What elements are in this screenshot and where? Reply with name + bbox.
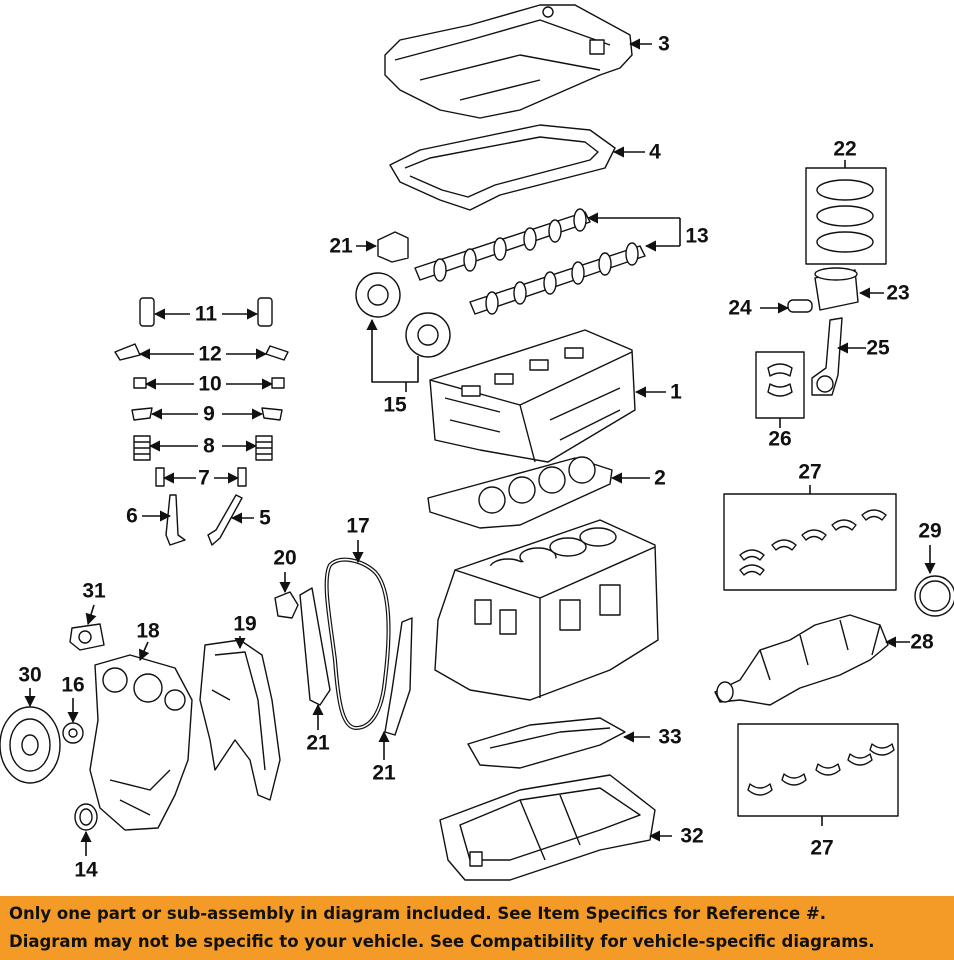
callout-18: 18 <box>136 619 160 643</box>
timing-cover <box>89 654 193 831</box>
callout-19: 19 <box>233 612 257 636</box>
piston-rings <box>816 179 874 253</box>
main-bearings-lower <box>747 743 895 796</box>
rod-bearings <box>767 363 793 397</box>
oil-pan-baffle <box>467 717 626 769</box>
head-gasket <box>427 456 613 529</box>
callout-6: 6 <box>126 504 138 528</box>
callout-bracket-15 <box>371 328 419 383</box>
rod-bearing-box <box>755 351 805 419</box>
callout-26: 26 <box>768 427 792 451</box>
camshafts <box>414 208 646 315</box>
callout-7: 7 <box>198 466 210 490</box>
callout-33: 33 <box>658 725 682 749</box>
valve-cover-gasket <box>389 124 616 211</box>
callout-22: 22 <box>833 137 857 161</box>
valve-cover <box>384 4 633 119</box>
callout-5: 5 <box>259 506 271 530</box>
callout-12: 12 <box>198 342 222 366</box>
callout-20: 20 <box>273 546 297 570</box>
crankshaft <box>714 614 889 706</box>
callout-10: 10 <box>198 372 222 396</box>
main-bearings-upper <box>739 509 887 576</box>
camshaft-actuators <box>355 272 451 358</box>
callout-2: 2 <box>654 466 666 490</box>
callout-14: 14 <box>74 858 98 882</box>
callout-21-sensor: 21 <box>329 234 353 258</box>
chain-tensioner <box>274 591 299 619</box>
callout-9: 9 <box>203 402 215 426</box>
disclaimer-line-1: Only one part or sub-assembly in diagram… <box>9 904 827 923</box>
callout-31: 31 <box>82 579 106 603</box>
callout-27-lower: 27 <box>810 836 834 860</box>
disclaimer-line-2: Diagram may not be specific to your vehi… <box>9 932 875 951</box>
timing-cover-gasket <box>199 639 281 801</box>
cylinder-head <box>429 329 636 463</box>
callout-13: 13 <box>685 224 709 248</box>
front-crank-seal <box>74 803 98 831</box>
callout-28: 28 <box>910 630 934 654</box>
callout-11: 11 <box>194 302 218 326</box>
callout-3: 3 <box>658 32 670 56</box>
spring-retainers <box>131 407 283 421</box>
callout-23: 23 <box>886 281 910 305</box>
engine-block <box>434 519 659 701</box>
callout-27-upper: 27 <box>798 460 822 484</box>
rear-main-seal <box>914 575 954 617</box>
timing-chain <box>324 557 391 730</box>
callout-30: 30 <box>18 663 42 687</box>
oil-pan <box>439 774 656 881</box>
crank-sprocket <box>62 722 84 744</box>
callout-21-guide-left: 21 <box>306 731 330 755</box>
callout-17: 17 <box>346 514 370 538</box>
callout-21-guide-right: 21 <box>372 761 396 785</box>
engine-parts-diagram <box>0 4 954 881</box>
crank-pulley <box>0 706 61 784</box>
callout-16: 16 <box>61 673 85 697</box>
callout-8: 8 <box>203 434 215 458</box>
disclaimer-banner: Only one part or sub-assembly in diagram… <box>0 896 954 960</box>
main-bearings-lower-box <box>737 723 899 817</box>
piston <box>814 267 859 311</box>
callout-32: 32 <box>680 824 704 848</box>
leader-lines <box>24 38 936 856</box>
chain-guide-right <box>384 617 413 736</box>
oil-control-valve <box>69 623 105 651</box>
cam-position-sensor <box>377 231 409 263</box>
connecting-rod <box>811 317 843 396</box>
callout-24: 24 <box>728 296 752 320</box>
main-bearings-upper-box <box>723 493 897 591</box>
callout-29: 29 <box>918 519 942 543</box>
valves <box>165 494 243 546</box>
callout-4: 4 <box>649 140 661 164</box>
piston-pin <box>787 299 813 313</box>
piston-rings-box <box>805 167 887 265</box>
callout-15: 15 <box>383 393 407 417</box>
callout-25: 25 <box>866 336 890 360</box>
callout-1: 1 <box>670 380 682 404</box>
chain-guide-left <box>299 587 331 706</box>
